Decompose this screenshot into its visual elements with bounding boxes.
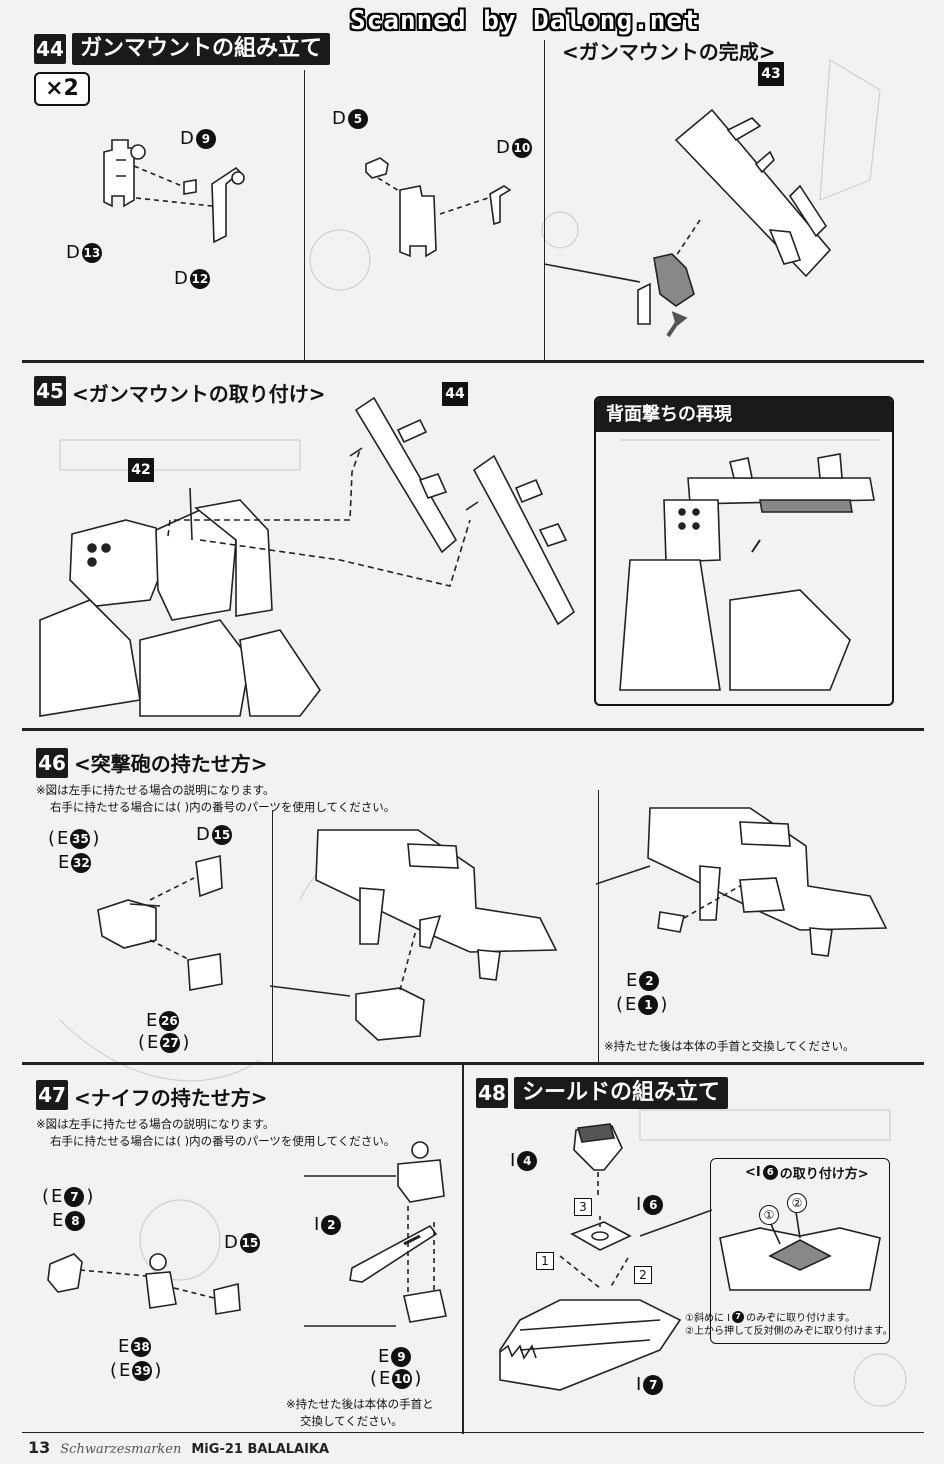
step47-note-line1: ※図は左手に持たせる場合の説明になります。 xyxy=(36,1117,275,1131)
step48-title: シールドの組み立て xyxy=(514,1077,729,1109)
step47-title: <ナイフの持たせ方> xyxy=(74,1086,268,1110)
order-box-1: 1 xyxy=(536,1252,554,1270)
step46-note-line2: 右手に持たせる場合には( )内の番号のパーツを使用してください。 xyxy=(50,800,396,814)
step46-subdivider-a xyxy=(272,810,273,1062)
step44-callout: 43 xyxy=(758,62,784,86)
step46-number: 46 xyxy=(36,748,68,778)
step47-number: 47 xyxy=(36,1080,68,1110)
divider-44-45 xyxy=(22,360,924,363)
step46-title: <突撃砲の持たせ方> xyxy=(74,752,268,776)
step44-number: 44 xyxy=(34,34,66,64)
order-box-2: 2 xyxy=(634,1266,652,1284)
page-number: 13 xyxy=(28,1438,51,1457)
step44-subdivider-a xyxy=(304,70,305,360)
divider-47-48 xyxy=(462,1062,464,1434)
step48-art xyxy=(499,1123,881,1391)
step46-footnote: ※持たせた後は本体の手首と交換してください。 xyxy=(604,1039,855,1053)
step44-quantity-badge: ×2 xyxy=(34,72,90,106)
step46-subdivider-b xyxy=(598,790,599,1062)
step46-art xyxy=(97,807,888,1041)
inset-mark-2: ② xyxy=(787,1193,807,1213)
divider-45-46 xyxy=(22,728,924,731)
inset-mark-1: ① xyxy=(759,1205,779,1225)
footer-model: MiG-21 BALALAIKA xyxy=(191,1442,330,1457)
page-footer: 13 Schwarzesmarken MiG-21 BALALAIKA xyxy=(28,1438,329,1457)
step48-number: 48 xyxy=(476,1078,508,1108)
footer-brand: Schwarzesmarken xyxy=(60,1442,182,1457)
step46-note-line1: ※図は左手に持たせる場合の説明になります。 xyxy=(36,783,275,797)
step47-footnote-line2: 交換してください。 xyxy=(300,1414,403,1428)
step45-callout-44: 44 xyxy=(442,382,468,406)
step47-footnote-line1: ※持たせた後は本体の手首と xyxy=(286,1397,434,1411)
step47-art xyxy=(47,1141,447,1327)
scan-watermark: Scanned by Dalong.net xyxy=(350,6,700,36)
inset-note-2: ②上から押して反対側のみぞに取り付けます。 xyxy=(685,1326,893,1337)
step45-number: 45 xyxy=(34,376,66,406)
backshot-art xyxy=(619,453,875,691)
backshot-panel: 背面撃ちの再現 xyxy=(594,396,894,706)
step44-art xyxy=(103,108,832,338)
divider-46-47 xyxy=(22,1062,924,1065)
step47-note-line2: 右手に持たせる場合には( )内の番号のパーツを使用してください。 xyxy=(50,1134,396,1148)
step44-title: ガンマウントの組み立て xyxy=(72,33,331,65)
footer-rule xyxy=(22,1432,924,1433)
step45-art xyxy=(39,396,576,717)
step44-subdivider-b xyxy=(544,40,545,360)
step45-title: <ガンマウントの取り付け> xyxy=(72,382,326,406)
order-box-3: 3 xyxy=(574,1198,592,1216)
backshot-panel-title: 背面撃ちの再現 xyxy=(596,398,892,432)
step44-subtitle: <ガンマウントの完成> xyxy=(562,40,776,64)
step45-callout-42: 42 xyxy=(128,458,154,482)
